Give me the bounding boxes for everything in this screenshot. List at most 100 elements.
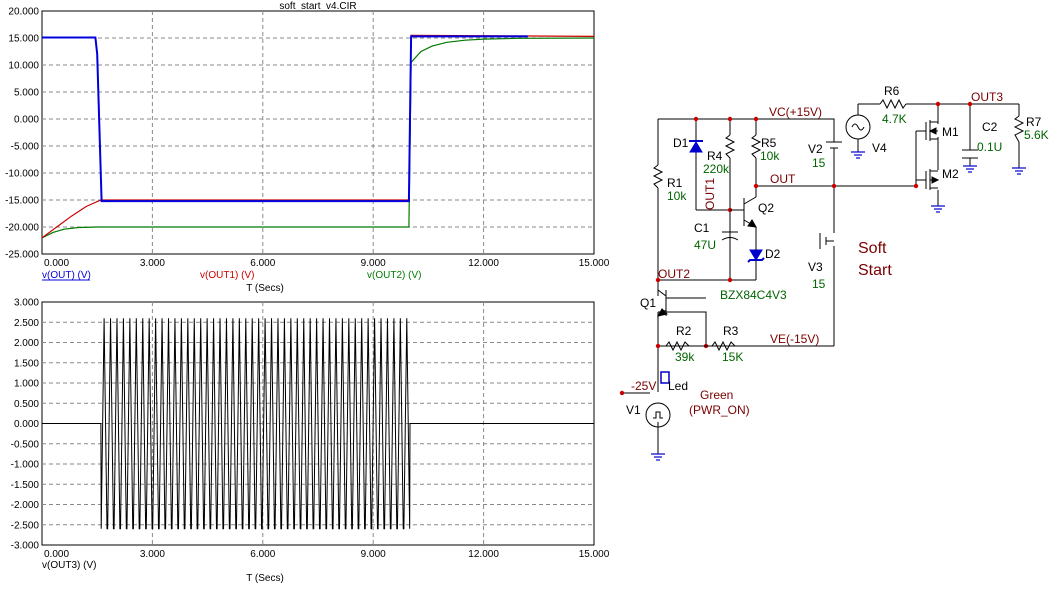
ref-q1: Q1 bbox=[640, 296, 656, 310]
legend-top[interactable]: v(OUT) (V) v(OUT1) (V) v(OUT2) (V) bbox=[42, 270, 421, 281]
ground-icon-m2 bbox=[931, 205, 945, 213]
ref-c1: C1 bbox=[694, 221, 710, 235]
net-labels: VC(+15V) OUT OUT3 OUT2 VE(-15V) -25V OUT… bbox=[631, 90, 1003, 393]
net-label-out2: OUT2 bbox=[658, 267, 690, 281]
y-tick-label: -10.000 bbox=[5, 169, 39, 180]
y-tick-label: 0.000 bbox=[14, 419, 39, 430]
y-tick-label: -2.500 bbox=[11, 520, 40, 531]
value-c2: 0.1U bbox=[977, 140, 1002, 154]
y-tick-label: -1.000 bbox=[11, 460, 40, 471]
led-color: Green bbox=[700, 388, 733, 402]
y-tick-label: 2.000 bbox=[14, 338, 39, 349]
r2-symbol bbox=[665, 340, 706, 352]
c2-capacitor-icon bbox=[962, 149, 978, 159]
window-title: soft_start_v4.CIR bbox=[279, 1, 356, 12]
legend-entry-1[interactable]: v(OUT1) (V) bbox=[200, 270, 254, 281]
ref-v3: V3 bbox=[808, 260, 823, 274]
ref-led: Led bbox=[668, 379, 688, 393]
x-tick-label: 0.000 bbox=[44, 549, 69, 560]
r3-symbol bbox=[706, 340, 834, 352]
x-axis-label-bottom: T (Secs) bbox=[246, 573, 284, 584]
x-tick-label: 9.000 bbox=[361, 549, 386, 560]
x-axis-label-top: T (Secs) bbox=[246, 283, 284, 294]
ground-icon-v4 bbox=[851, 151, 865, 159]
net-label-neg25: -25V bbox=[631, 379, 656, 393]
y-tick-label: 20.000 bbox=[8, 7, 39, 18]
ref-d2: D2 bbox=[765, 247, 781, 261]
series-line-out3 bbox=[42, 318, 594, 530]
ref-v4: V4 bbox=[872, 141, 887, 155]
y-tick-label: 15.000 bbox=[8, 34, 39, 45]
legend-entry-2[interactable]: v(OUT2) (V) bbox=[367, 270, 421, 281]
value-r7: 5.6K bbox=[1024, 128, 1049, 142]
transient-plot-bottom[interactable]: 3.0002.5002.0001.5001.0000.5000.000-0.50… bbox=[11, 298, 610, 585]
r5-symbol bbox=[750, 134, 762, 159]
net-label-out1: OUT1 bbox=[703, 178, 717, 210]
y-tick-label: -20.000 bbox=[5, 223, 39, 234]
m2-mosfet-icon bbox=[925, 169, 940, 190]
net-label-ve: VE(-15V) bbox=[770, 332, 819, 346]
y-tick-label: 3.000 bbox=[14, 298, 39, 309]
plot-area-top[interactable] bbox=[41, 10, 595, 255]
q1-transistor-icon bbox=[657, 289, 706, 317]
ref-v2: V2 bbox=[808, 142, 823, 156]
y-tick-labels-bottom: 3.0002.5002.0001.5001.0000.5000.000-0.50… bbox=[11, 298, 40, 552]
y-tick-label: 2.500 bbox=[14, 318, 39, 329]
legend-entry-out3[interactable]: v(OUT3) (V) bbox=[42, 560, 96, 571]
ref-r6: R6 bbox=[884, 84, 900, 98]
v4-ac-source-icon bbox=[845, 114, 871, 140]
y-tick-label: 1.500 bbox=[14, 358, 39, 369]
ref-r7: R7 bbox=[1026, 115, 1042, 129]
c1-capacitor-icon bbox=[721, 231, 739, 248]
r7-symbol bbox=[1013, 115, 1025, 143]
ground-symbols bbox=[651, 151, 1026, 461]
x-tick-label: 0.000 bbox=[44, 258, 69, 269]
x-tick-label: 15.000 bbox=[579, 549, 610, 560]
ref-d1: D1 bbox=[673, 136, 689, 150]
ref-q2: Q2 bbox=[758, 201, 774, 215]
y-tick-label: -1.500 bbox=[11, 480, 40, 491]
y-tick-label: -2.000 bbox=[11, 500, 40, 511]
transient-plot-top[interactable]: soft_start_v4.CIR 20.00015.00010.0005.00… bbox=[5, 1, 610, 294]
value-r4: 220k bbox=[703, 162, 730, 176]
y-tick-label: -25.000 bbox=[5, 250, 39, 261]
ground-icon-r7 bbox=[1012, 167, 1026, 175]
net-label-out: OUT bbox=[770, 172, 796, 186]
q2-transistor-icon bbox=[730, 196, 757, 228]
ground-icon-c2 bbox=[963, 165, 977, 173]
note-line2: Start bbox=[858, 262, 892, 279]
legend-entry-0[interactable]: v(OUT) (V) bbox=[42, 270, 91, 281]
ref-r4: R4 bbox=[707, 149, 723, 163]
led-icon bbox=[657, 371, 670, 392]
note-line1: Soft bbox=[858, 240, 887, 257]
x-tick-label: 6.000 bbox=[250, 258, 275, 269]
net-label-vc: VC(+15V) bbox=[769, 105, 822, 119]
circuit-schematic[interactable]: VC(+15V) OUT OUT3 OUT2 VE(-15V) -25V OUT… bbox=[619, 84, 1049, 461]
r4-symbol bbox=[724, 134, 736, 159]
series-line-2 bbox=[41, 37, 595, 239]
y-tick-label: 1.000 bbox=[14, 379, 39, 390]
x-tick-label: 12.000 bbox=[468, 258, 499, 269]
v3-battery-icon bbox=[819, 233, 834, 249]
y-tick-label: 0.000 bbox=[14, 115, 39, 126]
v1-source-icon bbox=[645, 402, 671, 428]
value-r5: 10k bbox=[760, 149, 780, 163]
v2-battery-icon bbox=[826, 141, 842, 152]
d1-diode-icon bbox=[689, 140, 703, 153]
net-label-out3: OUT3 bbox=[971, 90, 1003, 104]
series-line-0 bbox=[42, 35, 528, 203]
y-tick-label: -3.000 bbox=[11, 541, 40, 552]
y-tick-labels-top: 20.00015.00010.0005.0000.000-5.000-10.00… bbox=[5, 7, 39, 261]
value-v2: 15 bbox=[812, 156, 826, 170]
legend-bottom[interactable]: v(OUT3) (V) bbox=[42, 560, 96, 571]
y-tick-label: 5.000 bbox=[14, 88, 39, 99]
m1-mosfet-icon bbox=[925, 120, 939, 142]
ref-r1: R1 bbox=[667, 176, 683, 190]
part-d2: BZX84C4V3 bbox=[720, 288, 787, 302]
value-v3: 15 bbox=[812, 277, 826, 291]
ref-r2: R2 bbox=[676, 324, 692, 338]
value-r3: 15K bbox=[722, 350, 743, 364]
y-tick-label: -15.000 bbox=[5, 196, 39, 207]
led-net: (PWR_ON) bbox=[689, 403, 750, 417]
